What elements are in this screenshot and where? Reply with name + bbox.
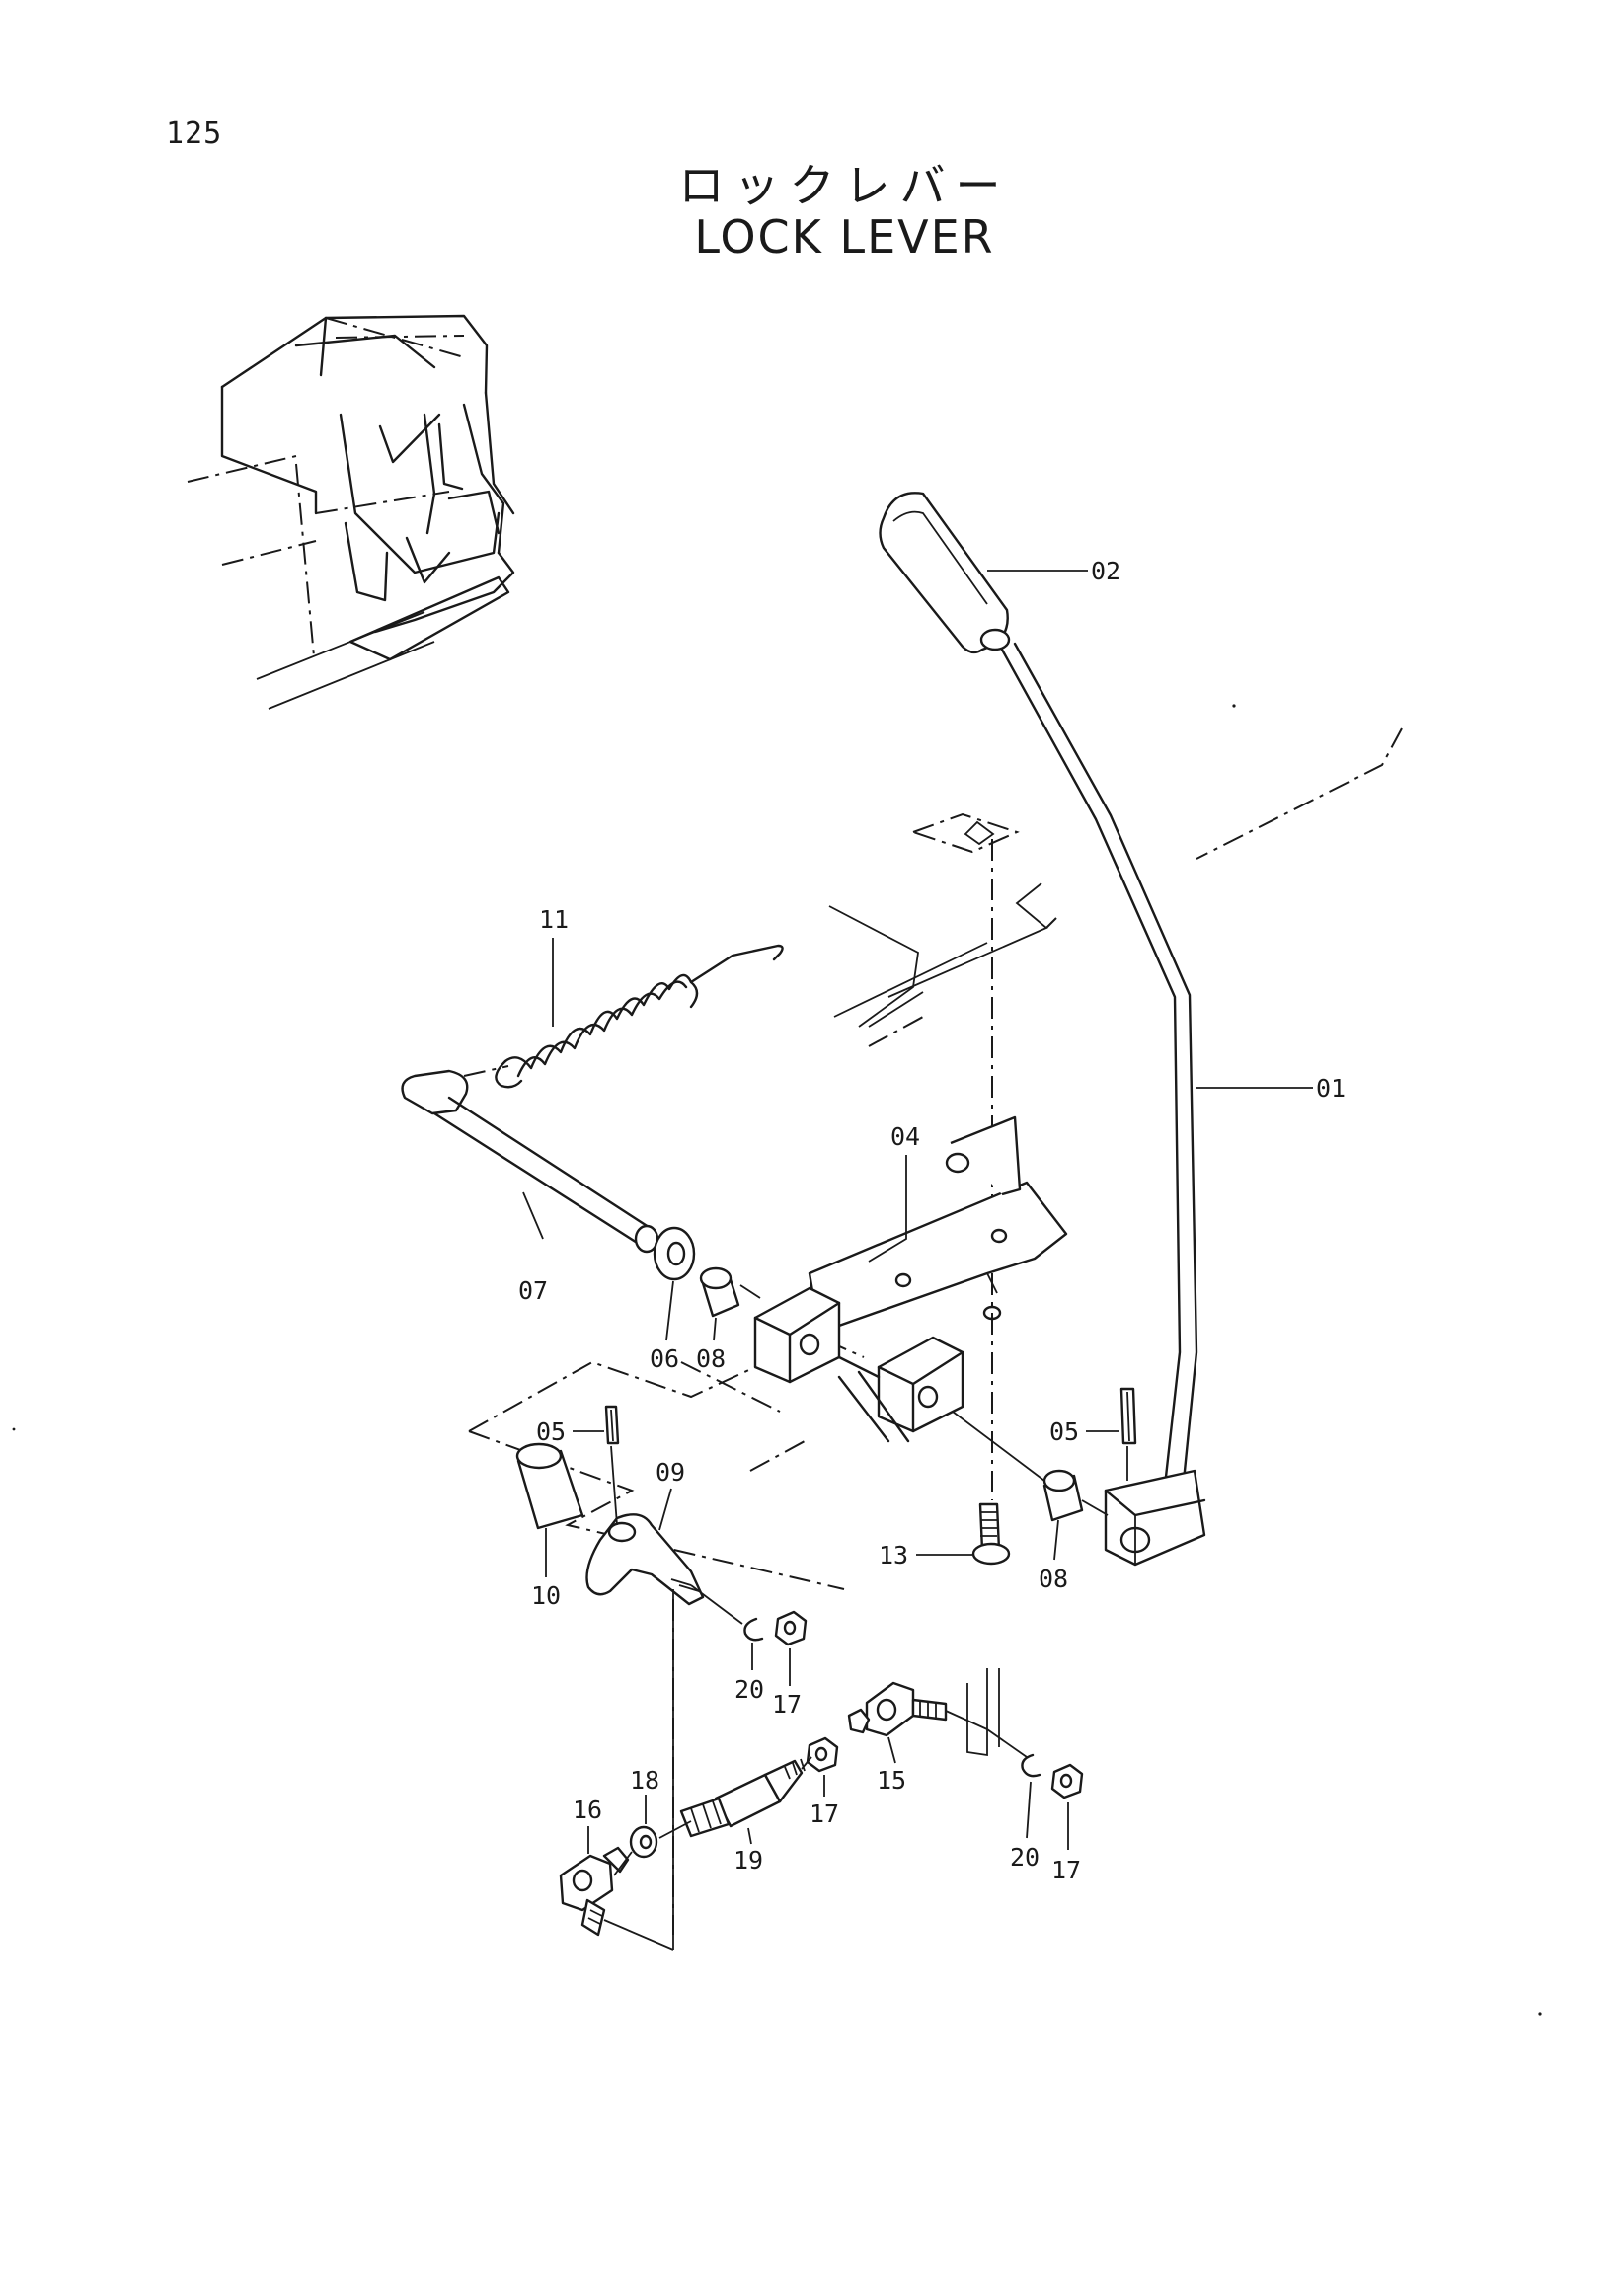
part-08-bushing-right (1042, 1469, 1084, 1522)
callout-06: 06 (650, 1344, 679, 1373)
callout-labels: 02 01 11 04 07 06 08 05 05 09 10 13 08 2… (518, 557, 1346, 1884)
callout-17-right: 17 (1051, 1856, 1081, 1884)
part-18-washer (629, 1825, 658, 1859)
callout-08-left: 08 (696, 1344, 726, 1373)
callout-10: 10 (531, 1581, 561, 1610)
callout-15: 15 (877, 1766, 906, 1795)
callout-08-right: 08 (1039, 1565, 1068, 1593)
callout-13: 13 (879, 1541, 908, 1569)
part-08-bushing-left (699, 1266, 740, 1318)
part-09-lever-arm (585, 1513, 705, 1606)
part-04-bracket (753, 1115, 1068, 1443)
callout-04: 04 (890, 1122, 920, 1151)
callout-02: 02 (1091, 557, 1120, 585)
part-07-shaft (401, 1065, 659, 1254)
part-15-ball-joint (847, 1681, 948, 1737)
page-number: 125 (166, 116, 223, 151)
callout-05-right: 05 (1049, 1417, 1079, 1446)
callout-11: 11 (539, 905, 569, 934)
callout-07: 07 (518, 1276, 548, 1305)
part-20-snap-ring-lower (1021, 1753, 1041, 1778)
part-17-nut-upper (774, 1610, 808, 1646)
part-02-grip (879, 492, 1011, 654)
callout-17-upper: 17 (772, 1690, 802, 1719)
part-17-nut-right (1050, 1763, 1084, 1799)
part-01-lever (1000, 642, 1206, 1567)
callout-17-middle: 17 (810, 1799, 839, 1828)
part-17-nut-middle (806, 1736, 839, 1773)
callout-16: 16 (573, 1796, 602, 1824)
part-06-washer (653, 1226, 696, 1281)
assembly-guide-lines (603, 1284, 1128, 1951)
part-10-sleeve (515, 1442, 584, 1530)
callout-20-lower: 20 (1010, 1843, 1040, 1872)
part-19-rod (679, 1758, 806, 1838)
title-japanese: ロックレバー (678, 159, 1011, 212)
scan-specks (12, 704, 1542, 2016)
title-english: LOCK LEVER (694, 210, 995, 264)
part-05-pin-left (604, 1405, 620, 1445)
part-16-ball-joint (559, 1846, 630, 1937)
part-05-pin-right (1119, 1387, 1137, 1445)
cab-locator-sketch (187, 314, 515, 710)
part-13-bolt (971, 1502, 1011, 1566)
part-11-spring (495, 944, 784, 1089)
callout-19: 19 (733, 1846, 763, 1875)
callout-05-left: 05 (536, 1417, 566, 1446)
part-20-snap-ring-upper (743, 1617, 764, 1642)
callout-09: 09 (656, 1458, 685, 1487)
callout-20-upper: 20 (734, 1675, 764, 1704)
leader-lines (522, 570, 1313, 1854)
callout-18: 18 (630, 1766, 659, 1795)
callout-01: 01 (1316, 1074, 1346, 1103)
floor-reference-lines (468, 727, 1403, 1590)
